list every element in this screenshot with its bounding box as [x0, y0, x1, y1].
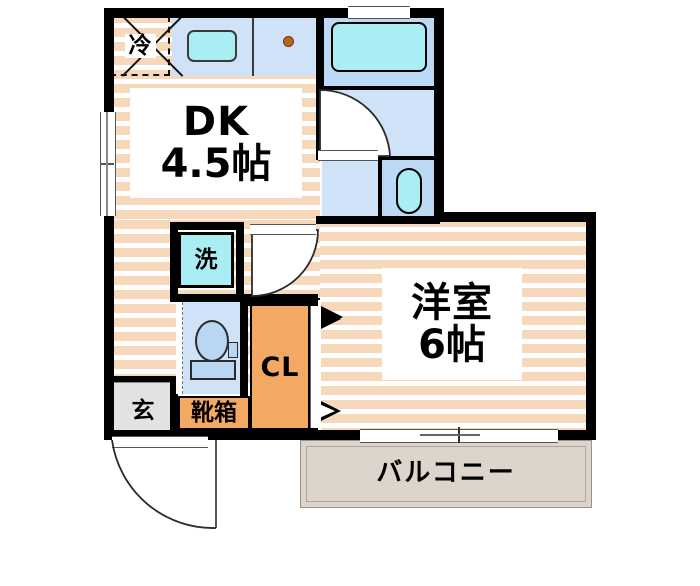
- wall-bath-right: [434, 8, 444, 220]
- washer-label: 洗: [194, 246, 218, 273]
- floor-plan: 冷 洗 靴箱 CL 玄 バルコニー DK 4.5帖 洋室 6帖: [100, 6, 596, 529]
- washbasin: [396, 168, 422, 214]
- wall-bedroom-top: [434, 212, 596, 222]
- wall-washer-top: [170, 222, 240, 230]
- bedroom-door-arrow: [321, 306, 343, 328]
- kitchen-counter-divider: [252, 14, 254, 76]
- wall-left-outer: [104, 8, 114, 440]
- dk-door-swing: [251, 229, 319, 297]
- closet-door-arrow-bottom-inner: [317, 403, 335, 419]
- balcony-label: バルコニー: [376, 458, 516, 489]
- hall-bedroom-threshold: [318, 300, 321, 430]
- washroom-top-wall: [322, 156, 436, 160]
- sliding-door-overlap: [420, 434, 480, 436]
- kitchen-sink: [187, 30, 237, 62]
- genkan-label: 玄: [131, 397, 155, 424]
- shoebox-label: 靴箱: [191, 399, 237, 426]
- wall-top-left: [104, 8, 444, 18]
- wall-closet-top: [244, 298, 320, 306]
- toilet-bowl: [195, 320, 229, 362]
- toilet-left-jamb: [176, 302, 183, 394]
- entrance-door-arc-svg: [111, 439, 217, 529]
- bath-divider-wall: [322, 86, 436, 90]
- wall-genkan-right: [170, 380, 178, 438]
- washer-space: [178, 232, 234, 288]
- balcony-inner-outline: [306, 446, 586, 502]
- wall-dk-bottom: [170, 222, 178, 300]
- wall-washer-right: [236, 222, 244, 300]
- wall-washroom-bottom: [316, 216, 440, 224]
- wall-genkan-top: [108, 376, 178, 382]
- wall-toilet-right: [240, 294, 248, 398]
- bathroom-door-swing: [319, 89, 391, 157]
- window-dk-left-center: [106, 112, 108, 216]
- entrance-door-leaf: [112, 436, 208, 448]
- wall-bedroom-bottom-right: [558, 430, 596, 440]
- wall-bedroom-bottom-left: [312, 430, 360, 440]
- stove-burner-icon: [283, 36, 294, 47]
- toilet-tank: [190, 360, 236, 380]
- vanity-divider-wall: [378, 160, 382, 222]
- wall-dk-right: [316, 8, 324, 158]
- wall-shoebox-bottom: [170, 428, 318, 438]
- dk-door-leaf: [250, 224, 316, 235]
- toilet-lever: [228, 342, 238, 358]
- bathroom-door-leaf: [318, 150, 378, 161]
- window-bath-top: [348, 6, 410, 19]
- dk-room-label: DK 4.5帖: [130, 88, 302, 198]
- bathtub: [331, 22, 427, 72]
- refrigerator-label: 冷: [110, 16, 170, 76]
- wall-bedroom-right: [586, 212, 596, 440]
- bedroom-room-label: 洋室 6帖: [382, 268, 522, 380]
- closet-label: CL: [260, 351, 300, 383]
